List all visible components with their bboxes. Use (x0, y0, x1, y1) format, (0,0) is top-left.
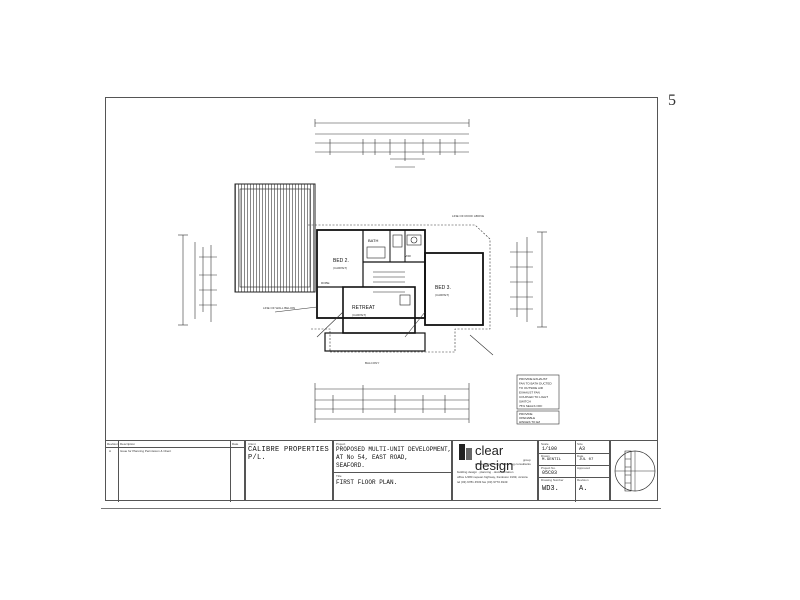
room-note-bed3-carpet: (CARPET) (435, 293, 449, 297)
building-walls (316, 229, 484, 352)
room-label-bed2: BED 2. (333, 258, 349, 264)
note-box-openable-text: PROVIDE OPENABLE HINGES TO EZ (519, 412, 540, 424)
date-label: Date (577, 454, 584, 458)
revision-table: Revision Description Date A Issue for Pl… (105, 440, 246, 502)
right-dimension-lines (510, 231, 547, 328)
top-dimension-lines (314, 119, 470, 168)
drawing-title: FIRST FLOOR PLAN. (336, 479, 398, 486)
room-note-retreat-carpet: (CARPET) (352, 313, 366, 317)
brand-name: clear design (475, 443, 514, 473)
date-col-header: Date (232, 442, 239, 446)
note-balcony: BALCONY (365, 361, 379, 365)
note-line-of-roof: LINE OF ROOF ABOVE (452, 214, 484, 218)
drawing-info-grid: Scale 1/100 Size A3 Drawn M.GENTIL Date … (538, 440, 611, 502)
bottom-dimension-lines (314, 383, 470, 423)
brand-cell: clear design group architectural design … (452, 440, 538, 501)
revision-col-header: Revision (107, 442, 119, 446)
note-box-exhaust-text: PROVIDE EXHAUST FAN TO BATH DUCTED TO OU… (519, 377, 553, 408)
size-label: Size (577, 442, 583, 446)
scale-value: 1/100 (542, 446, 558, 452)
north-point-cell (610, 440, 658, 501)
room-label-bath: BATH (368, 238, 378, 243)
room-note-bed2-carpet: (CARPET) (333, 266, 347, 270)
scale-label: Scale (541, 442, 549, 446)
project-line-3: SEAFORD. (336, 462, 365, 469)
left-dimension-lines (178, 234, 217, 326)
room-label-bed3: BED 3. (435, 285, 451, 291)
project-label: Project (336, 442, 346, 446)
drawing-number-value: WD3. (542, 485, 559, 493)
drawn-value: M.GENTIL (542, 458, 562, 462)
wall-below-leaders (274, 306, 494, 356)
clear-design-logo-icon (459, 444, 472, 460)
revision-value: A. (579, 485, 588, 493)
brand-line-3: tel (03) 9781 4533 fax (03) 9770 4949 (457, 480, 508, 484)
brand-group: group (523, 458, 531, 462)
client-label: Client (248, 442, 256, 446)
project-cell: Project PROPOSED MULTI-UNIT DEVELOPMENT,… (333, 440, 453, 501)
client-name: CALIBRE PROPERTIES P/L. (248, 446, 330, 462)
sheet-bottom-rule (101, 508, 661, 509)
revision-a-description: Issue for Planning Permission & Client (120, 449, 172, 453)
brand-line-2: office 1/280 nepean highway, frankston 3… (457, 475, 528, 479)
size-value: A3 (579, 446, 586, 452)
drawing-number-label: Drawing Number (541, 478, 564, 482)
project-no-value: 05C03 (542, 470, 558, 476)
date-value: JUL 07 (579, 458, 594, 462)
roof-outline (308, 224, 491, 353)
floor-plan-drawing: BED 2. (CARPET) BED 3. (CARPET) BATH RET… (178, 119, 560, 425)
room-note-robe: ROBE (321, 281, 330, 285)
bathroom-fixtures (366, 234, 422, 306)
room-label-wir: WIR (405, 254, 412, 258)
description-col-header: Description (120, 442, 136, 446)
hatched-roof-block (234, 183, 316, 293)
revision-a-code: A (109, 449, 112, 453)
drawn-label: Drawn (541, 454, 550, 458)
title-block: Revision Description Date A Issue for Pl… (105, 440, 658, 502)
title-label: Title (336, 474, 342, 478)
note-line-of-wall: LINE OF WALL BELOW (263, 306, 295, 310)
project-no-label: Project No. (541, 466, 556, 470)
room-label-retreat: RETREAT (352, 305, 375, 311)
page-number-mark: 5 (668, 92, 676, 109)
north-point-icon (614, 450, 656, 492)
approved-label: Approved (577, 466, 590, 470)
revision-label: Revision (577, 478, 589, 482)
note-box-openable (516, 410, 560, 425)
brand-tagline: architectural design & drafting consulta… (475, 462, 531, 466)
project-line-1: PROPOSED MULTI-UNIT DEVELOPMENT, (336, 446, 452, 453)
note-box-exhaust (516, 374, 560, 410)
client-cell: Client CALIBRE PROPERTIES P/L. (245, 440, 333, 501)
brand-line-1: building design · planning · documentati… (457, 470, 514, 474)
project-line-2: AT No 54, EAST ROAD, (336, 454, 409, 461)
